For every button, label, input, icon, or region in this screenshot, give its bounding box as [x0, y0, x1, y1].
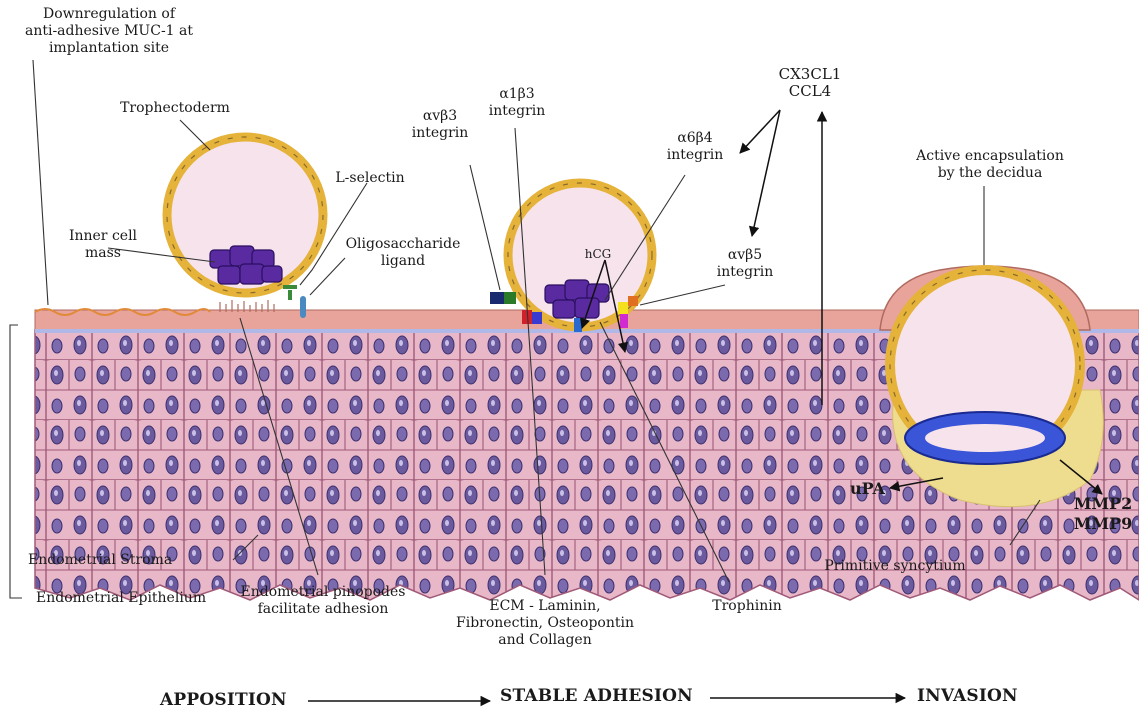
blastocyst-apposition: [167, 137, 323, 318]
blastocyst-invasion: [880, 266, 1103, 507]
primitive-syncytium-label: Primitive syncytium: [815, 558, 975, 575]
upa-label: uPA: [845, 480, 890, 497]
endometrial-stroma-label: Endometrial Stroma: [28, 552, 172, 569]
trophinin-label: Trophinin: [702, 598, 792, 615]
avb3-receptor: [490, 292, 504, 304]
l-selectin-mark: [283, 287, 297, 300]
endometrial-epithelium-label: Endometrial Epithelium: [36, 590, 206, 607]
stage-invasion: INVASION: [917, 686, 1018, 706]
trophectoderm-label: Trophectoderm: [95, 100, 255, 117]
stage-stable-adhesion: STABLE ADHESION: [500, 686, 693, 706]
l-selectin-label: L-selectin: [330, 170, 410, 187]
oligosaccharide-mark: [300, 296, 306, 318]
stage-apposition: APPOSITION: [160, 690, 287, 710]
hcg-label: hCG: [578, 246, 618, 263]
inner-cell-mass: [210, 246, 282, 284]
avb5-receptor: [618, 302, 628, 314]
trophinin-mark: [620, 314, 628, 328]
